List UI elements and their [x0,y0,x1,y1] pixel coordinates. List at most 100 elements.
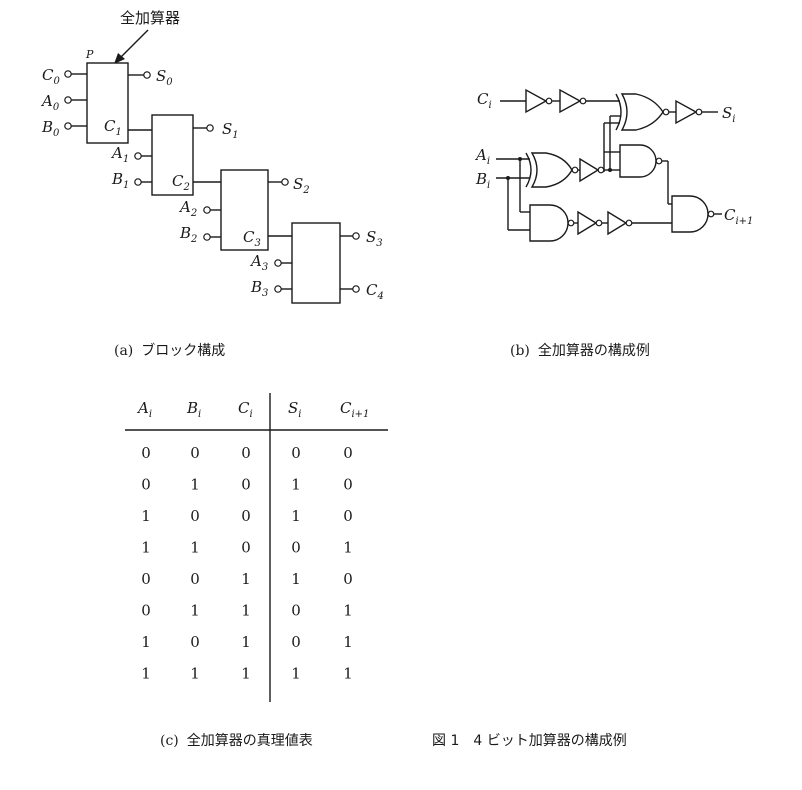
table-row: 1 1 0 0 1 [141,539,353,557]
table-cell: 1 [241,633,251,651]
label-s1: S1 [222,120,239,141]
table-cell: 1 [291,665,301,683]
label-c2: C2 [172,172,190,193]
pin-b3 [274,285,282,293]
full-adder-block-2 [220,169,269,251]
pin-b1 [134,178,142,186]
full-adder-block-1 [151,114,194,196]
table-cell: 0 [343,570,353,588]
label-b0: B0 [41,118,60,139]
pin-s0 [143,71,151,79]
buffer-gate-5 [577,210,598,236]
annotation-arrowhead [114,53,125,64]
table-cell: 0 [291,633,301,651]
label-b3: B3 [250,278,268,299]
table-cell: 0 [291,444,301,462]
label-ci: Ci [477,90,492,111]
table-cell: 0 [141,444,151,462]
label-bi: Bi [475,170,490,191]
table-row: 0 0 0 0 0 [141,444,353,462]
buffer-gate-3 [675,99,698,125]
table-cell: 0 [190,444,200,462]
table-cell: 1 [141,539,151,557]
pin-a0 [64,96,72,104]
table-cell: 1 [343,539,353,557]
table-header-cell: Ci [238,399,253,420]
label-si: Si [722,104,735,125]
table-cell: 0 [291,539,301,557]
buffer-gate-6 [607,210,628,236]
table-cell: 0 [343,507,353,525]
p-label: P [85,48,94,61]
buffer-gate-1 [525,88,548,114]
table-cell: 0 [190,633,200,651]
full-adder-block-0 [86,62,129,144]
table-cell: 1 [190,539,200,557]
table-cell: 1 [291,570,301,588]
table-cell: 0 [141,602,151,620]
label-s0: S0 [156,67,173,88]
pin-s3 [352,232,360,240]
caption-b: (b)全加算器の構成例 [510,342,650,359]
caption-a: (a)ブロック構成 [114,342,225,359]
nand-gate-bottom [529,204,569,242]
label-c3: C3 [243,228,261,249]
table-cell: 0 [241,539,251,557]
pin-a2 [203,206,211,214]
table-header-cell: Ci+1 [340,399,369,420]
table-cell: 1 [291,476,301,494]
table-cell: 1 [343,633,353,651]
table-cell: 0 [190,507,200,525]
block-diagram: 全加算器 P C0 A0 B0 S0 C1 A1 B1 S1 C2 [40,9,384,359]
pin-b2 [203,233,211,241]
table-row: 0 1 0 1 0 [141,476,353,494]
label-c0: C0 [42,66,60,87]
table-cell: 1 [241,665,251,683]
xnor-gate-top [620,93,664,131]
table-cell: 0 [241,476,251,494]
table-cell: 0 [343,444,353,462]
gate-circuit: Ci Si Ai Bi [474,88,753,359]
table-row: 1 1 1 1 1 [141,665,353,683]
table-cell: 0 [141,476,151,494]
table-cell: 1 [141,507,151,525]
table-cell: 0 [190,570,200,588]
figure-caption: 図 1 4 ビット加算器の構成例 [432,733,627,749]
table-cell: 1 [241,602,251,620]
buffer-gate-4 [579,157,600,183]
table-cell: 1 [141,633,151,651]
nand-gate-output [671,195,709,233]
label-ai: Ai [474,146,490,167]
annotation-arrow-line [119,29,149,59]
table-cell: 0 [241,444,251,462]
pin-s1 [206,124,214,132]
label-cout: Ci+1 [724,206,753,227]
table-header-cell: Bi [186,399,201,420]
full-adder-annotation: 全加算器 [120,9,180,27]
pin-a1 [134,152,142,160]
table-row: 1 0 1 0 1 [141,633,353,651]
full-adder-block-3 [291,222,341,304]
label-a1: A1 [110,144,129,165]
xnor-gate-middle [530,152,573,188]
table-cell: 1 [241,570,251,588]
table-cell: 1 [190,665,200,683]
table-cell: 1 [343,665,353,683]
pin-a3 [274,259,282,267]
pin-c0 [64,70,72,78]
pin-b0 [64,122,72,130]
label-b1: B1 [111,170,129,191]
table-cell: 0 [343,476,353,494]
table-cell: 0 [291,602,301,620]
table-cell: 0 [241,507,251,525]
label-c4: C4 [366,281,384,302]
label-s2: S2 [293,175,310,196]
pin-c4 [352,285,360,293]
table-cell: 1 [141,665,151,683]
table-cell: 1 [190,476,200,494]
